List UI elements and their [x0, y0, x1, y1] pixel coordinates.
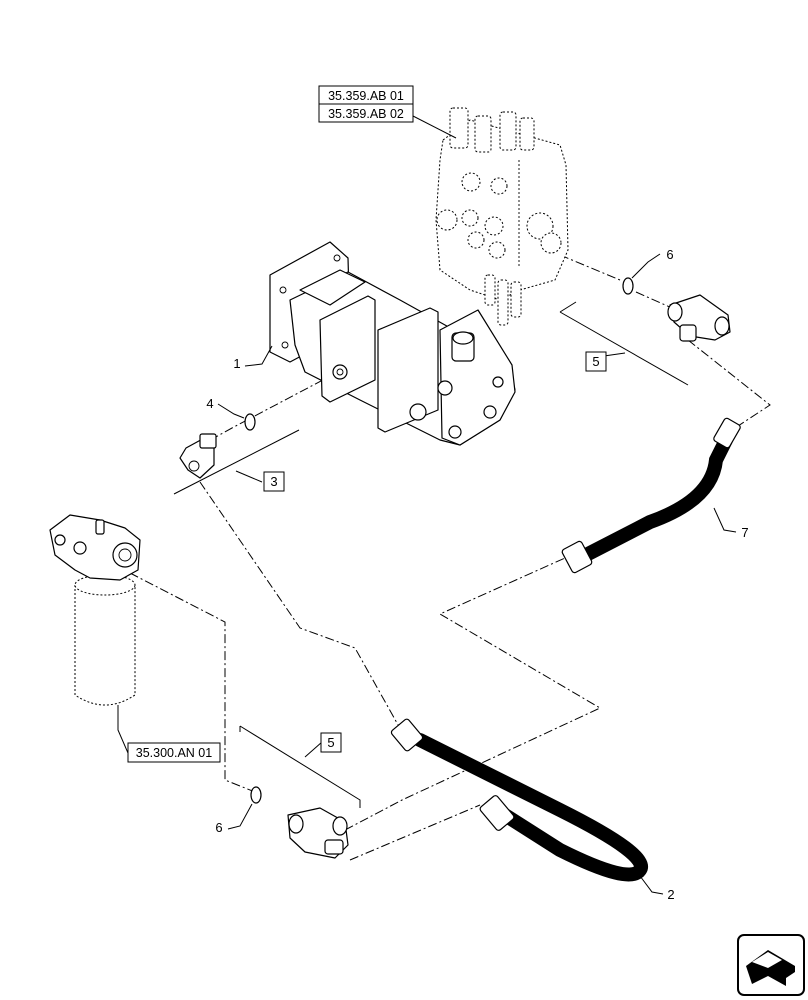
leaders: [117, 115, 737, 895]
next-page-arrow-icon[interactable]: [737, 934, 805, 996]
o-ring-6-top: [622, 277, 634, 295]
filter-ref: 35.300.AN 01: [136, 746, 212, 760]
tee-fitting-bottom: [287, 807, 349, 859]
kit-box-5-bottom: [320, 732, 342, 753]
line-valve-to-oring: [559, 254, 621, 281]
callout-7: 7: [741, 525, 748, 540]
line-tee-end-to-hose2: [349, 804, 481, 861]
callout-2: 2: [667, 887, 674, 902]
callout-5-bottom: 5: [327, 735, 334, 750]
callout-4: 4: [206, 396, 213, 411]
line-oring-to-tee: [635, 291, 673, 309]
callouts: 1 4 6 6 7 2 3 5 5: [206, 247, 748, 902]
filter-reference[interactable]: 35.300.AN 01: [127, 742, 221, 763]
line-tee-to-hose7: [687, 339, 771, 429]
control-valve: [435, 107, 569, 326]
o-ring-6-bottom: [250, 786, 262, 804]
assembly-lines: [129, 254, 771, 861]
line-filter-to-tee: [129, 572, 256, 793]
callout-6-top: 6: [666, 247, 673, 262]
gear-pump: [269, 241, 516, 446]
hose-2: [390, 718, 648, 882]
hose-7: [561, 417, 741, 574]
valve-ref-2: 35.359.AB 02: [328, 107, 404, 121]
line-pump-to-elbow: [213, 371, 339, 439]
tee-fitting-top: [667, 294, 731, 342]
line-elbow-to-hose2: [199, 481, 403, 733]
callout-3: 3: [270, 474, 277, 489]
valve-ref-1: 35.359.AB 01: [328, 89, 404, 103]
o-ring-4: [244, 413, 256, 431]
callout-5-top: 5: [592, 354, 599, 369]
callout-1: 1: [233, 356, 240, 371]
valve-reference[interactable]: 35.359.AB 01 35.359.AB 02: [318, 85, 414, 123]
kit-box-3: [263, 471, 285, 492]
line-tee-to-hose2: [344, 557, 602, 831]
callout-6-bottom: 6: [215, 820, 222, 835]
oil-filter: [49, 514, 141, 706]
elbow-fitting: [179, 433, 217, 479]
kit-box-5-top: [585, 351, 607, 372]
